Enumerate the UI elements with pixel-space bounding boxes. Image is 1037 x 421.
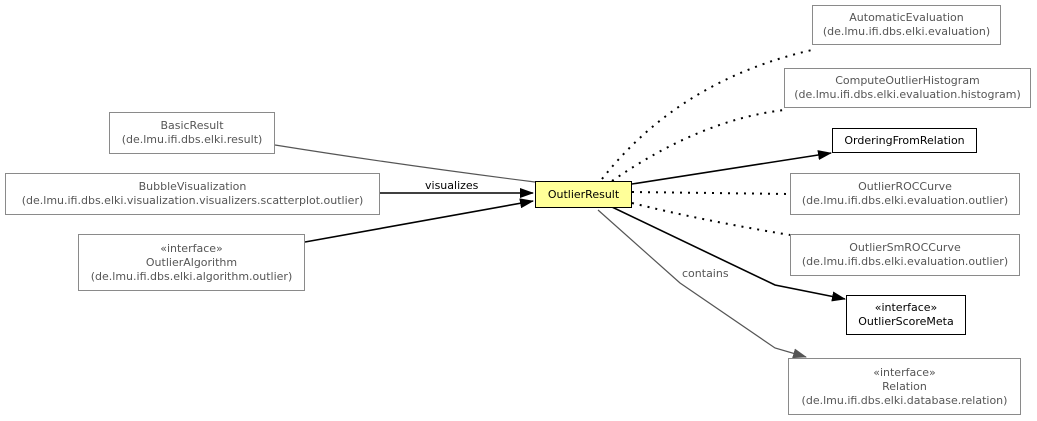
node-outlier-roc-curve-name: OutlierROCCurve [858,180,952,193]
node-outlier-algorithm-package: (de.lmu.ifi.dbs.elki.algorithm.outlier) [90,269,293,283]
node-outlier-roc-curve[interactable]: OutlierROCCurve (de.lmu.ifi.dbs.elki.eva… [790,173,1020,215]
node-compute-outlier-histogram[interactable]: ComputeOutlierHistogram (de.lmu.ifi.dbs.… [784,68,1031,108]
edge-outlier-sm-roc-curve [631,202,791,236]
node-relation-stereotype: «interface» [873,365,936,379]
node-outlier-algorithm[interactable]: «interface» OutlierAlgorithm (de.lmu.ifi… [78,234,305,291]
edge-automatic-evaluation [601,49,813,180]
node-ordering-from-relation-name: OrderingFromRelation [844,133,965,147]
node-compute-outlier-histogram-package: (de.lmu.ifi.dbs.elki.evaluation.histogra… [794,88,1021,101]
node-outlier-sm-roc-curve[interactable]: OutlierSmROCCurve (de.lmu.ifi.dbs.elki.e… [790,234,1020,276]
node-basic-result-package: (de.lmu.ifi.dbs.elki.result) [121,133,263,146]
node-outlier-roc-curve-package: (de.lmu.ifi.dbs.elki.evaluation.outlier) [801,194,1009,207]
node-automatic-evaluation-package: (de.lmu.ifi.dbs.elki.evaluation) [822,25,991,38]
edge-outlier-roc-curve [631,191,791,195]
edge-label-visualizes: visualizes [425,179,479,192]
edge-contains-relation [597,209,807,359]
edge-label-contains: contains [682,267,729,280]
node-relation-package: (de.lmu.ifi.dbs.elki.database.relation) [801,393,1008,407]
node-relation-name: Relation [882,379,927,393]
edge-outlier-score-meta [611,206,846,302]
node-compute-outlier-histogram-name: ComputeOutlierHistogram [835,74,980,87]
node-outlier-score-meta[interactable]: «interface» OutlierScoreMeta [846,295,966,335]
node-basic-result[interactable]: BasicResult (de.lmu.ifi.dbs.elki.result) [109,112,275,154]
edge-outlier-algorithm [304,198,534,243]
node-outlier-result-name: OutlierResult [547,187,620,201]
node-outlier-score-meta-stereotype: «interface» [874,301,938,314]
edge-ordering-from-relation [631,150,832,185]
node-bubble-visualization-name: BubbleVisualization [138,180,247,193]
node-bubble-visualization[interactable]: BubbleVisualization (de.lmu.ifi.dbs.elki… [5,173,380,215]
node-relation[interactable]: «interface» Relation (de.lmu.ifi.dbs.elk… [788,358,1021,415]
node-outlier-algorithm-name: OutlierAlgorithm [145,255,238,269]
edge-basic-result [274,144,536,183]
node-outlier-algorithm-stereotype: «interface» [160,241,223,255]
node-automatic-evaluation[interactable]: AutomaticEvaluation (de.lmu.ifi.dbs.elki… [812,5,1001,45]
node-outlier-sm-roc-curve-package: (de.lmu.ifi.dbs.elki.evaluation.outlier) [801,255,1009,268]
node-ordering-from-relation[interactable]: OrderingFromRelation [832,128,977,153]
node-outlier-result[interactable]: OutlierResult [535,181,632,208]
node-automatic-evaluation-name: AutomaticEvaluation [849,11,964,24]
edge-compute-outlier-histogram [611,109,785,182]
node-bubble-visualization-package: (de.lmu.ifi.dbs.elki.visualization.visua… [21,194,364,207]
node-outlier-score-meta-name: OutlierScoreMeta [858,315,954,328]
node-basic-result-name: BasicResult [160,119,224,132]
node-outlier-sm-roc-curve-name: OutlierSmROCCurve [849,241,961,254]
